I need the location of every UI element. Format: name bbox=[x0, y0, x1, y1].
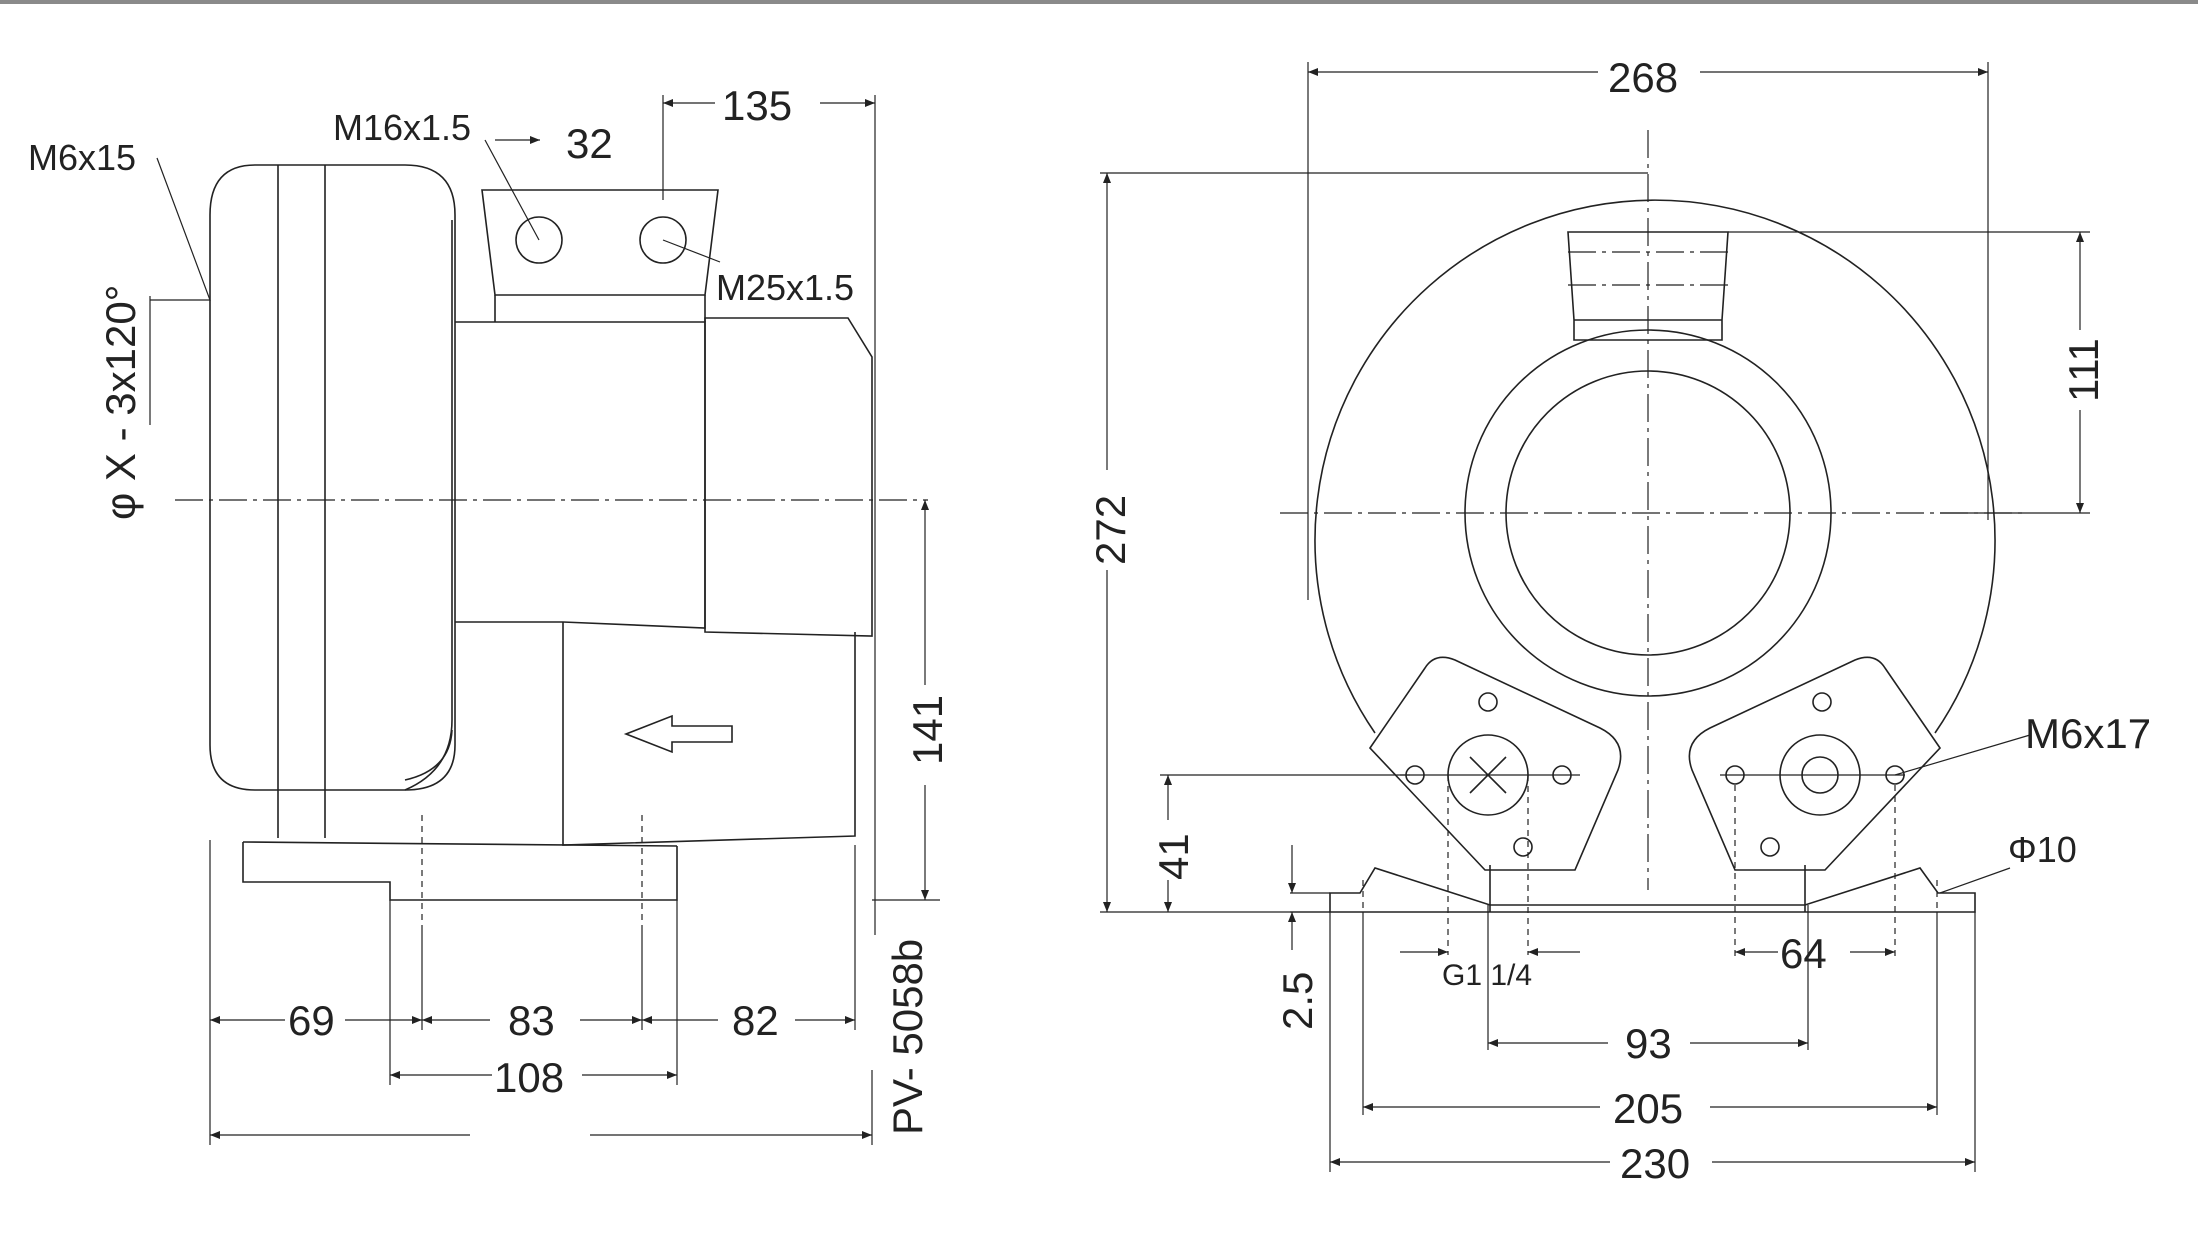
dim-141: 141 bbox=[904, 695, 951, 765]
side-base-plate bbox=[242, 842, 678, 901]
label-m6x17: M6x17 bbox=[2025, 710, 2151, 757]
side-body bbox=[455, 321, 706, 629]
dim-205: 205 bbox=[1613, 1085, 1683, 1132]
dim-41: 41 bbox=[1150, 833, 1197, 880]
dim-2-5: 2.5 bbox=[1274, 972, 1321, 1030]
label-m16x1-5: M16x1.5 bbox=[333, 107, 471, 148]
port-m16-hole bbox=[515, 216, 563, 264]
dim-135: 135 bbox=[722, 82, 792, 129]
front-inlet-ring-outer bbox=[1464, 329, 1832, 697]
dim-93: 93 bbox=[1625, 1020, 1672, 1067]
front-left-foot bbox=[1368, 656, 1622, 871]
dim-108: 108 bbox=[494, 1054, 564, 1101]
label-g1-1-4: G1 1/4 bbox=[1442, 959, 1532, 992]
dim-111: 111 bbox=[2060, 338, 2107, 402]
dim-230: 230 bbox=[1620, 1140, 1690, 1187]
front-right-foot bbox=[1688, 656, 1942, 871]
window-top-border bbox=[0, 0, 2198, 4]
side-view: M6x15 M16x1.5 M25x1.5 32 135 141 φ X - 3… bbox=[28, 82, 951, 1145]
label-flange-holes: φ X - 3x120° bbox=[97, 285, 144, 520]
label-m6x15: M6x15 bbox=[28, 137, 136, 178]
dim-64: 64 bbox=[1780, 930, 1827, 977]
side-lower-block bbox=[562, 622, 856, 846]
dim-69: 69 bbox=[288, 997, 335, 1044]
side-housing-inner-arc bbox=[404, 220, 453, 791]
label-model: PV- 5058b bbox=[884, 939, 931, 1135]
label-phi10: Φ10 bbox=[2008, 829, 2077, 870]
side-port-block bbox=[481, 189, 719, 296]
front-housing-outline bbox=[1314, 199, 1996, 734]
side-housing-inner-hook bbox=[404, 729, 453, 781]
dim-83: 83 bbox=[508, 997, 555, 1044]
dim-272: 272 bbox=[1087, 495, 1134, 565]
dim-32: 32 bbox=[566, 120, 613, 167]
dim-268: 268 bbox=[1608, 54, 1678, 101]
flow-arrow-icon bbox=[623, 714, 733, 754]
dim-82: 82 bbox=[732, 997, 779, 1044]
label-m25x1-5: M25x1.5 bbox=[716, 267, 854, 308]
side-housing bbox=[209, 164, 456, 791]
front-base-plate bbox=[1329, 867, 1976, 913]
front-view: 268 272 111 41 2.5 G1 1/4 64 93 205 230 … bbox=[1087, 54, 2151, 1187]
front-inlet-ring-inner bbox=[1505, 370, 1791, 656]
port-m25-hole bbox=[639, 216, 687, 264]
side-rear-cover bbox=[704, 317, 873, 637]
